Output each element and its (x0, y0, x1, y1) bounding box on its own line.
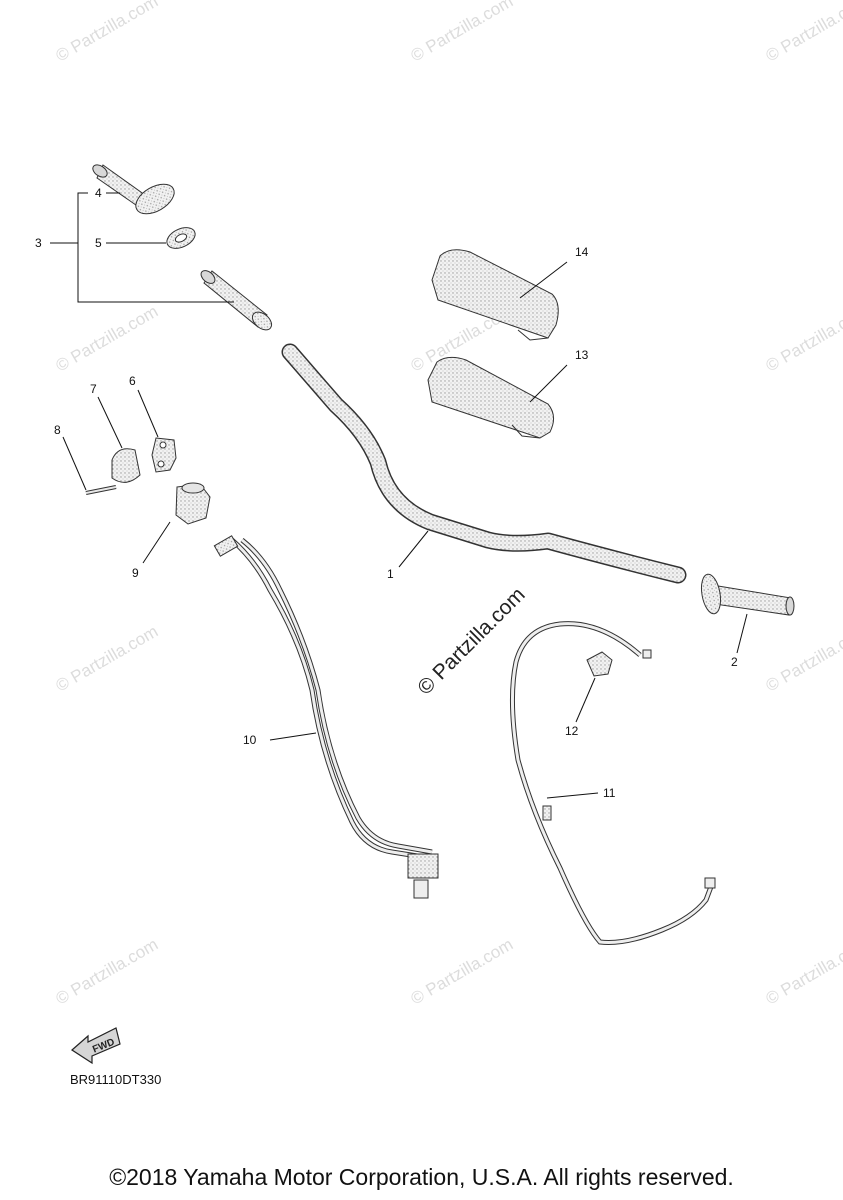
cable-part-10 (213, 535, 439, 899)
callout-1: 1 (387, 567, 394, 581)
switch-housing-part-9 (175, 482, 211, 525)
callout-8: 8 (54, 423, 61, 437)
watermark: © Partzilla.com (53, 622, 162, 696)
handlebar-part-1 (281, 343, 687, 584)
callout-9: 9 (132, 566, 139, 580)
watermark: © Partzilla.com (763, 0, 843, 65)
screw-part-8 (85, 485, 117, 495)
clamp-part-7 (111, 448, 141, 483)
callout-3: 3 (35, 236, 42, 250)
part-code: BR91110DT330 (70, 1072, 162, 1087)
leader-lines (50, 192, 748, 799)
watermark: © Partzilla.com (408, 0, 517, 65)
callout-14: 14 (575, 245, 589, 259)
throttle-grip-part-4 (92, 164, 175, 215)
copyright-notice: ©2018 Yamaha Motor Corporation, U.S.A. A… (109, 1164, 734, 1190)
bracket-part-6 (151, 437, 177, 473)
callout-5: 5 (95, 236, 102, 250)
adjuster-part-12 (586, 651, 613, 677)
watermark: © Partzilla.com (53, 0, 162, 65)
cable-part-11 (509, 621, 716, 945)
watermark: © Partzilla.com (763, 935, 843, 1009)
watermark-layer: © Partzilla.com © Partzilla.com © Partzi… (53, 0, 843, 1008)
callout-labels: 1 2 3 4 5 6 7 8 9 10 11 12 13 14 (35, 186, 738, 800)
callout-10: 10 (243, 733, 257, 747)
callout-6: 6 (129, 374, 136, 388)
watermark: © Partzilla.com (763, 622, 843, 696)
callout-11: 11 (603, 786, 616, 800)
callout-7: 7 (90, 382, 97, 396)
forward-direction-icon: FWD (71, 1027, 121, 1065)
callout-2: 2 (731, 655, 738, 669)
watermark: © Partzilla.com (408, 935, 517, 1009)
left-grip-part-2 (700, 573, 795, 616)
watermark: © Partzilla.com (53, 935, 162, 1009)
bar-pad-part-13 (427, 356, 554, 439)
callout-13: 13 (575, 348, 589, 362)
callout-4: 4 (95, 186, 102, 200)
watermark: © Partzilla.com (763, 302, 843, 376)
callout-12: 12 (565, 724, 579, 738)
throttle-tube-part-3 (200, 270, 273, 331)
watermark: © Partzilla.com (53, 302, 162, 376)
washer-part-5 (166, 227, 196, 249)
bar-pad-part-14 (431, 249, 559, 341)
